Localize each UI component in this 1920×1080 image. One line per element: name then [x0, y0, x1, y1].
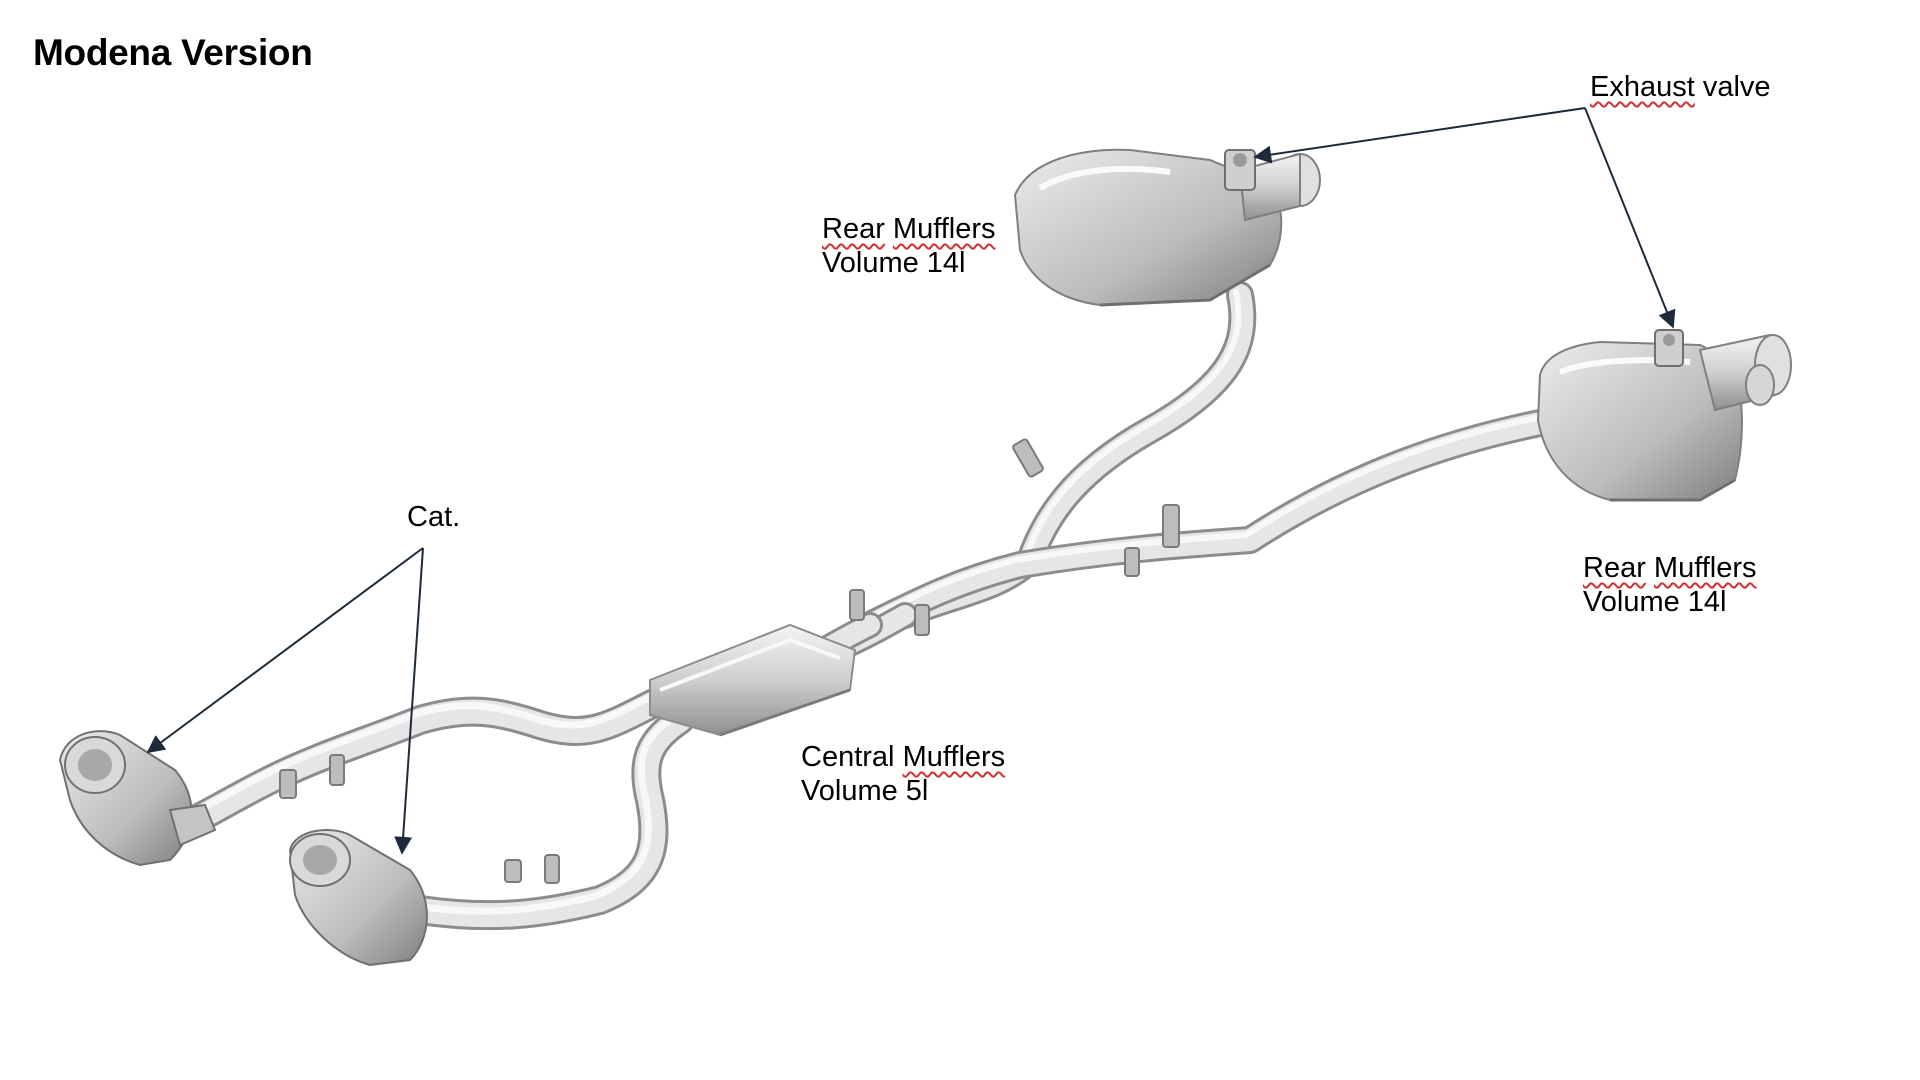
label-exhaust-valve-word1: Exhaust [1590, 71, 1695, 103]
front-pipe-left [180, 685, 675, 835]
label-central-mufflers-volume: Volume 5l [801, 775, 929, 807]
label-rear-mufflers-left: Rear Mufflers Volume 14l [822, 212, 996, 280]
label-rear-mufflers-left-volume: Volume 14l [822, 247, 966, 279]
rear-muffler-right [1536, 329, 1792, 502]
label-exhaust-valve: Exhaust valve [1590, 70, 1771, 104]
label-rear-mufflers-right-word2: Mufflers [1653, 552, 1757, 584]
front-pipe-right [405, 705, 695, 931]
central-muffler [649, 623, 857, 737]
catalyst-left [58, 730, 217, 867]
right-rear-pipe [856, 406, 1569, 639]
diagram-title: Modena Version [33, 32, 313, 73]
rear-muffler-left [1013, 148, 1321, 307]
label-central-mufflers-word2: Mufflers [902, 741, 1006, 773]
label-cat: Cat. [407, 501, 461, 533]
label-exhaust-valve-word2: valve [1702, 71, 1771, 103]
label-rear-mufflers-right: Rear Mufflers Volume 14l [1583, 551, 1757, 619]
exhaust-valve-arrows [1253, 107, 1676, 329]
catalyst-right [288, 829, 428, 967]
pipe-clamps [279, 438, 1180, 884]
label-rear-mufflers-right-volume: Volume 14l [1583, 586, 1727, 618]
label-central-mufflers-word1: Central [801, 741, 895, 773]
label-rear-mufflers-right-word1: Rear [1583, 552, 1646, 584]
label-rear-mufflers-left-word1: Rear [822, 213, 885, 245]
label-central-mufflers: Central Mufflers Volume 5l [801, 740, 1005, 808]
cat-arrows [146, 547, 424, 855]
label-rear-mufflers-left-word2: Mufflers [892, 213, 996, 245]
